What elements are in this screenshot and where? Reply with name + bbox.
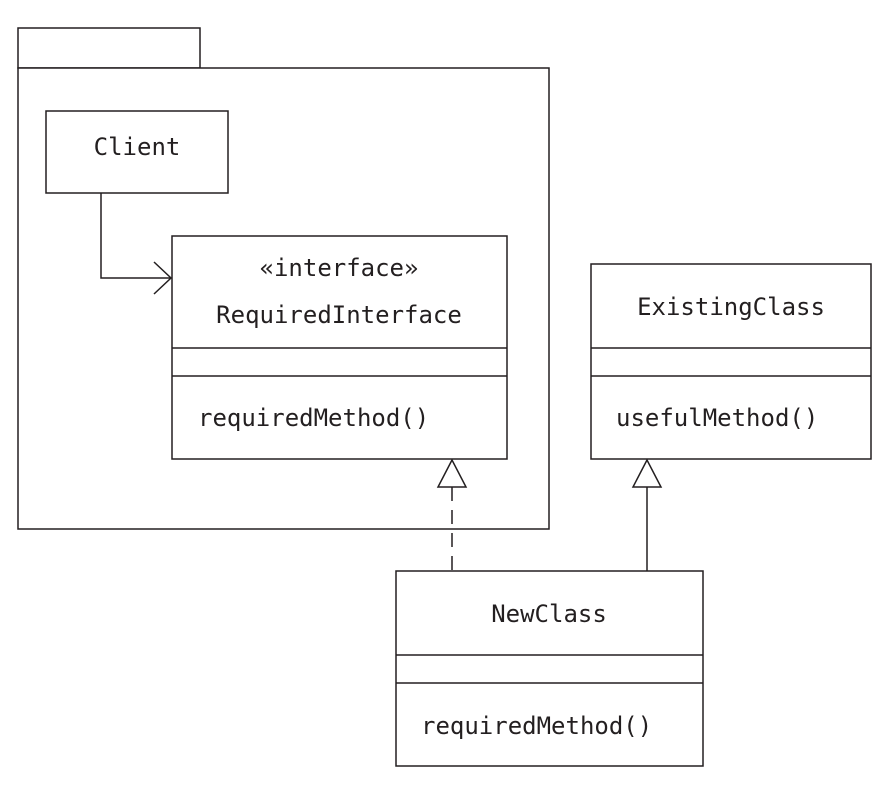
existing-class: ExistingClass usefulMethod() — [590, 263, 872, 460]
required-interface-class: «interface» RequiredInterface requiredMe… — [171, 235, 508, 460]
realization-arrowhead — [436, 458, 468, 488]
required-interface-method: requiredMethod() — [198, 404, 429, 432]
generalization-arrow — [631, 458, 663, 571]
new-class: NewClass requiredMethod() — [395, 570, 704, 767]
open-arrowhead — [153, 261, 173, 295]
new-class-name: NewClass — [491, 600, 607, 628]
dependency-arrow — [100, 193, 173, 295]
new-class-method: requiredMethod() — [421, 712, 652, 740]
dependency-line — [100, 193, 171, 279]
new-class-box — [395, 570, 704, 767]
required-interface-name: RequiredInterface — [216, 301, 462, 329]
package-tab — [17, 27, 201, 69]
existing-class-name: ExistingClass — [637, 293, 825, 321]
interface-stereotype: «interface» — [260, 254, 419, 282]
realization-arrow — [436, 458, 468, 571]
client-class-box — [45, 110, 229, 194]
generalization-arrowhead — [631, 458, 663, 488]
client-class-name: Client — [94, 133, 181, 161]
existing-class-method: usefulMethod() — [616, 404, 818, 432]
existing-class-box — [590, 263, 872, 460]
client-class: Client — [45, 110, 229, 194]
